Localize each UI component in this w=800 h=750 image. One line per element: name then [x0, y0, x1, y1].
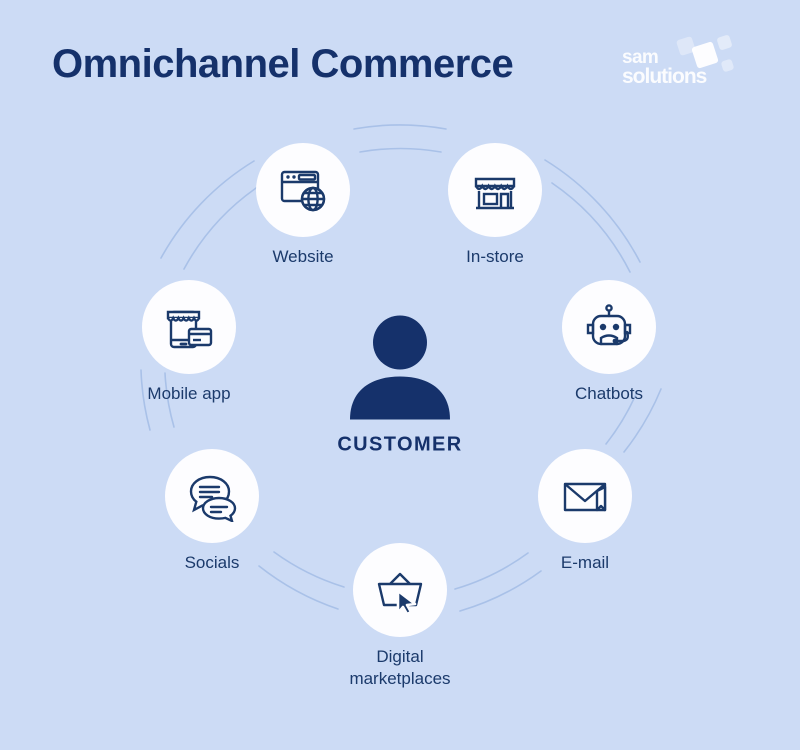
mobile-card-icon: [166, 310, 213, 349]
channel-node-in-store[interactable]: In-store: [405, 143, 585, 268]
ring-arc-inner: [183, 183, 263, 270]
sam-solutions-logo: sam solutions: [622, 34, 762, 92]
channel-label: In-store: [466, 247, 524, 266]
ring-arc-outer: [353, 124, 447, 130]
channel-label: Mobile app: [147, 384, 231, 403]
page-title: Omnichannel Commerce: [52, 42, 514, 86]
ring-arc-inner: [551, 182, 631, 273]
center-customer-node: CUSTOMER: [290, 314, 510, 457]
ring-arc-outer: [459, 570, 542, 612]
channel-label-line-1: Digital: [376, 647, 424, 666]
channel-node-website[interactable]: Website: [213, 143, 393, 268]
channel-label: Digital marketplaces: [310, 646, 490, 690]
ring-arc-inner: [454, 552, 529, 590]
channel-node-email[interactable]: E-mail: [495, 449, 675, 574]
robot-icon: [586, 304, 632, 346]
logo-line-1: sam: [622, 47, 659, 68]
ring-arc-outer: [544, 159, 641, 263]
logo-line-2: solutions: [622, 65, 707, 88]
ring-arc-outer: [140, 369, 151, 431]
center-label: CUSTOMER: [337, 433, 463, 456]
channel-node-mobile-app[interactable]: Mobile app: [99, 280, 279, 405]
channel-bubble[interactable]: [353, 543, 447, 637]
envelope-icon: [563, 482, 607, 512]
ring-arc-outer: [623, 388, 662, 453]
channel-node-chatbots[interactable]: Chatbots: [519, 280, 699, 405]
storefront-icon: [474, 177, 516, 210]
browser-globe-icon: [280, 170, 326, 212]
channel-label-line-2: marketplaces: [349, 669, 451, 688]
channel-bubble[interactable]: [256, 143, 350, 237]
channel-node-digital-marketplaces[interactable]: Digital marketplaces: [310, 543, 490, 690]
ring-arc-inner: [359, 147, 442, 153]
channel-bubble[interactable]: [448, 143, 542, 237]
ring-arc-outer: [258, 565, 339, 610]
basket-cursor-icon: [377, 572, 423, 616]
channel-bubble[interactable]: [165, 449, 259, 543]
channel-label: Socials: [184, 553, 240, 572]
person-icon: [350, 315, 450, 420]
channel-label: E-mail: [560, 553, 610, 572]
ring-arc-inner: [164, 372, 175, 428]
chat-bubbles-icon: [189, 475, 237, 522]
channel-label: Website: [272, 247, 334, 266]
channel-bubble[interactable]: [142, 280, 236, 374]
ring-arc-outer: [160, 160, 255, 259]
logo-text: sam solutions: [622, 47, 762, 88]
channel-bubble[interactable]: [562, 280, 656, 374]
channel-bubble[interactable]: [538, 449, 632, 543]
ring-arc-inner: [605, 391, 638, 445]
channel-node-socials[interactable]: Socials: [122, 449, 302, 574]
ring-arc-inner: [273, 551, 345, 588]
channel-label: Chatbots: [574, 384, 644, 403]
